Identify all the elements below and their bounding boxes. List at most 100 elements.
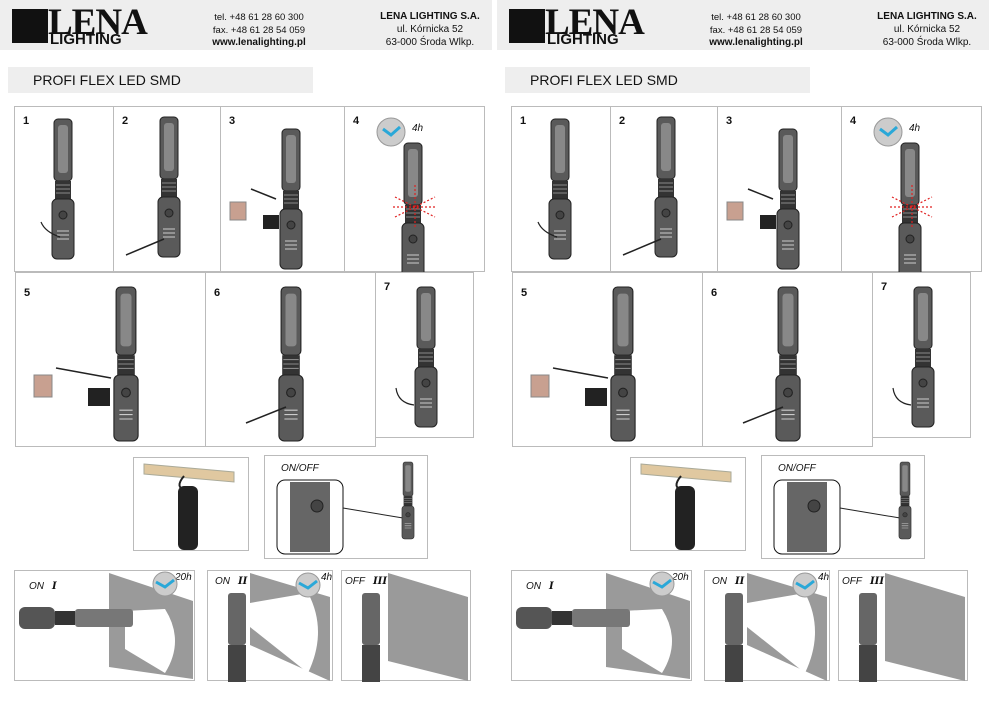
charge-time: 4h (412, 123, 424, 134)
page-header: LENA LIGHTING tel. +48 61 28 60 300 fax.… (0, 0, 492, 50)
runtime: 4h (818, 572, 830, 583)
lamp-shape (898, 461, 912, 540)
lamp-shape (898, 142, 922, 273)
step-6-panel: 6 (702, 272, 873, 447)
lamp-illustration (892, 286, 935, 428)
hanging-lamp-illustration (640, 463, 732, 550)
fax: fax. +48 61 28 54 059 (212, 24, 306, 36)
runtime: 20h (672, 572, 689, 583)
lamp-shape (278, 286, 304, 442)
lamp-illustration (742, 286, 801, 442)
step-4-panel: 4 4h (344, 106, 485, 273)
step-number: 7 (881, 281, 888, 293)
step-number: 1 (23, 115, 30, 127)
logo-text: LENA (545, 2, 645, 43)
website: www.lenalighting.pl (709, 37, 803, 48)
lamp-shape (775, 286, 801, 442)
contact-info: tel. +48 61 28 60 300 fax. +48 61 28 54 … (692, 12, 820, 50)
light-beam-illustration (516, 571, 690, 679)
company-address: LENA LIGHTING S.A. ul. Kórnicka 52 63-00… (360, 10, 500, 49)
company-logo: LENA LIGHTING (12, 2, 148, 48)
lamp-shape (654, 116, 678, 258)
lamp-illustration (537, 118, 572, 260)
manual-page-right: LENA LIGHTING tel. +48 61 28 60 300 fax.… (497, 0, 992, 701)
step-number: 5 (521, 287, 528, 299)
lamp-illustration (530, 286, 636, 442)
lamp-illustration (245, 286, 304, 442)
lamp-illustration (726, 128, 800, 270)
fax: fax. +48 61 28 54 059 (709, 24, 803, 36)
lamp-shape (776, 128, 800, 270)
contact-info: tel. +48 61 28 60 300 fax. +48 61 28 54 … (195, 12, 323, 50)
step-number: 1 (520, 115, 527, 127)
phone: tel. +48 61 28 60 300 (711, 12, 801, 23)
step-3-panel: 3 (717, 106, 842, 272)
step-number: 7 (384, 281, 391, 293)
city: 63-000 Środa Wlkp. (882, 37, 972, 48)
lamp-shape (911, 286, 935, 428)
lamp-illustration (40, 118, 75, 260)
lamp-shape (414, 286, 438, 428)
step-1-panel: 1 (14, 106, 114, 272)
onoff-panel: ON/OFF (761, 455, 925, 559)
lamp-shape (610, 286, 636, 442)
company-address: LENA LIGHTING S.A. ul. Kórnicka 52 63-00… (857, 10, 992, 49)
step-7-panel: 7 (872, 272, 971, 438)
onoff-label: ON/OFF (281, 463, 319, 474)
hanging-lamp-illustration (143, 463, 235, 550)
street: ul. Kórnicka 52 (396, 24, 464, 35)
switch-illustration (276, 461, 415, 555)
product-title: PROFI FLEX LED SMD (505, 67, 810, 93)
runtime: 20h (175, 572, 192, 583)
lamp-shape (548, 118, 572, 260)
runtime: 4h (321, 572, 333, 583)
step-number: 3 (229, 115, 236, 127)
logo-text: LENA (48, 2, 148, 43)
step-1-panel: 1 (511, 106, 611, 272)
lamp-shape (113, 286, 139, 442)
lamp-illustration (33, 286, 139, 442)
step-2-panel: 2 (113, 106, 221, 272)
lamp-illustration (125, 116, 181, 258)
step-number: 6 (214, 287, 221, 299)
hanging-panel (630, 457, 746, 551)
onoff-label: ON/OFF (778, 463, 816, 474)
step-number: 4 (850, 115, 857, 127)
logo-subtext: LIGHTING (547, 31, 619, 48)
light-beam-illustration (725, 572, 827, 682)
page-header: LENA LIGHTING tel. +48 61 28 60 300 fax.… (497, 0, 989, 50)
step-number: 2 (619, 115, 626, 127)
light-beam-illustration (19, 571, 193, 679)
step-5-panel: 5 (15, 272, 206, 447)
product-title: PROFI FLEX LED SMD (8, 67, 313, 93)
lamp-shape (401, 461, 415, 540)
step-number: 4 (353, 115, 360, 127)
website: www.lenalighting.pl (212, 37, 306, 48)
switch-illustration (773, 461, 912, 555)
lamp-illustration (622, 116, 678, 258)
step-number: 5 (24, 287, 31, 299)
lamp-illustration (873, 117, 934, 273)
onoff-panel: ON/OFF (264, 455, 428, 559)
step-number: 3 (726, 115, 733, 127)
step-7-panel: 7 (375, 272, 474, 438)
company-name: LENA LIGHTING S.A. (380, 11, 480, 22)
step-6-panel: 6 (205, 272, 376, 447)
light-beam-illustration (859, 573, 965, 682)
step-number: 6 (711, 287, 718, 299)
company-name: LENA LIGHTING S.A. (877, 11, 977, 22)
lamp-illustration (376, 117, 437, 273)
street: ul. Kórnicka 52 (893, 24, 961, 35)
hanging-panel (133, 457, 249, 551)
